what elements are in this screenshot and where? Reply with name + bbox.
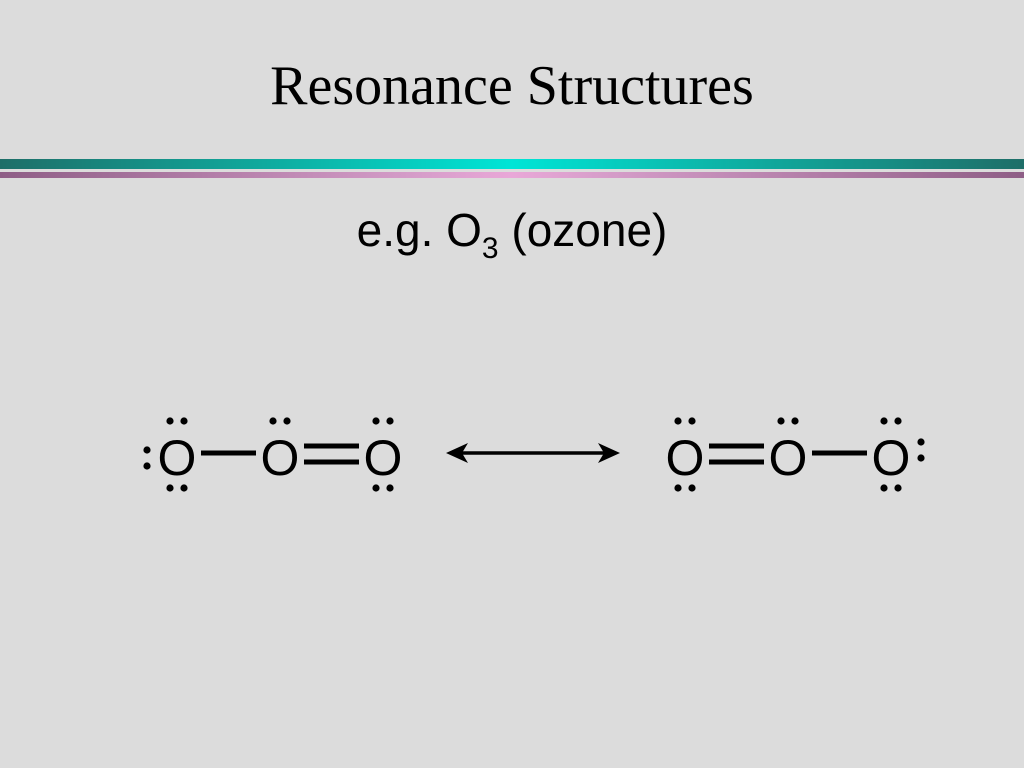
lone-pair-dot	[372, 417, 380, 425]
oxygen-atom: O	[261, 430, 300, 486]
lone-pair-dot	[386, 417, 394, 425]
resonance-arrow-left-head	[446, 443, 468, 463]
lone-pair-dot	[180, 417, 188, 425]
lone-pair-dot	[917, 454, 925, 462]
slide-title: Resonance Structures	[270, 55, 754, 117]
lone-pair-dot	[283, 417, 291, 425]
title-divider-pink	[0, 172, 1024, 178]
resonance-arrow-right-head	[598, 443, 620, 463]
lone-pair-dot	[894, 484, 902, 492]
subtitle-subscript: 3	[481, 232, 499, 265]
lone-pair-dot	[166, 484, 174, 492]
lone-pair-dot	[674, 417, 682, 425]
lone-pair-dot	[688, 417, 696, 425]
lone-pair-dot	[166, 417, 174, 425]
subtitle-prefix: e.g. O	[356, 204, 482, 256]
lone-pair-dot	[688, 484, 696, 492]
lone-pair-dot	[894, 417, 902, 425]
lone-pair-dot	[386, 484, 394, 492]
slide-subtitle: e.g. O3 (ozone)	[0, 204, 1024, 264]
subtitle-suffix: (ozone)	[498, 204, 668, 256]
lone-pair-dot	[180, 484, 188, 492]
lone-pair-dot	[143, 446, 151, 454]
oxygen-atom: O	[769, 430, 808, 486]
oxygen-atom: O	[364, 430, 403, 486]
lone-pair-dot	[674, 484, 682, 492]
lone-pair-dot	[143, 462, 151, 470]
oxygen-atom: O	[872, 430, 911, 486]
title-divider-teal	[0, 159, 1024, 169]
oxygen-atom: O	[666, 430, 705, 486]
lone-pair-dot	[880, 484, 888, 492]
lone-pair-dot	[269, 417, 277, 425]
lone-pair-dot	[372, 484, 380, 492]
lone-pair-dot	[917, 438, 925, 446]
oxygen-atom: O	[158, 430, 197, 486]
lone-pair-dot	[777, 417, 785, 425]
lone-pair-dot	[880, 417, 888, 425]
lone-pair-dot	[791, 417, 799, 425]
